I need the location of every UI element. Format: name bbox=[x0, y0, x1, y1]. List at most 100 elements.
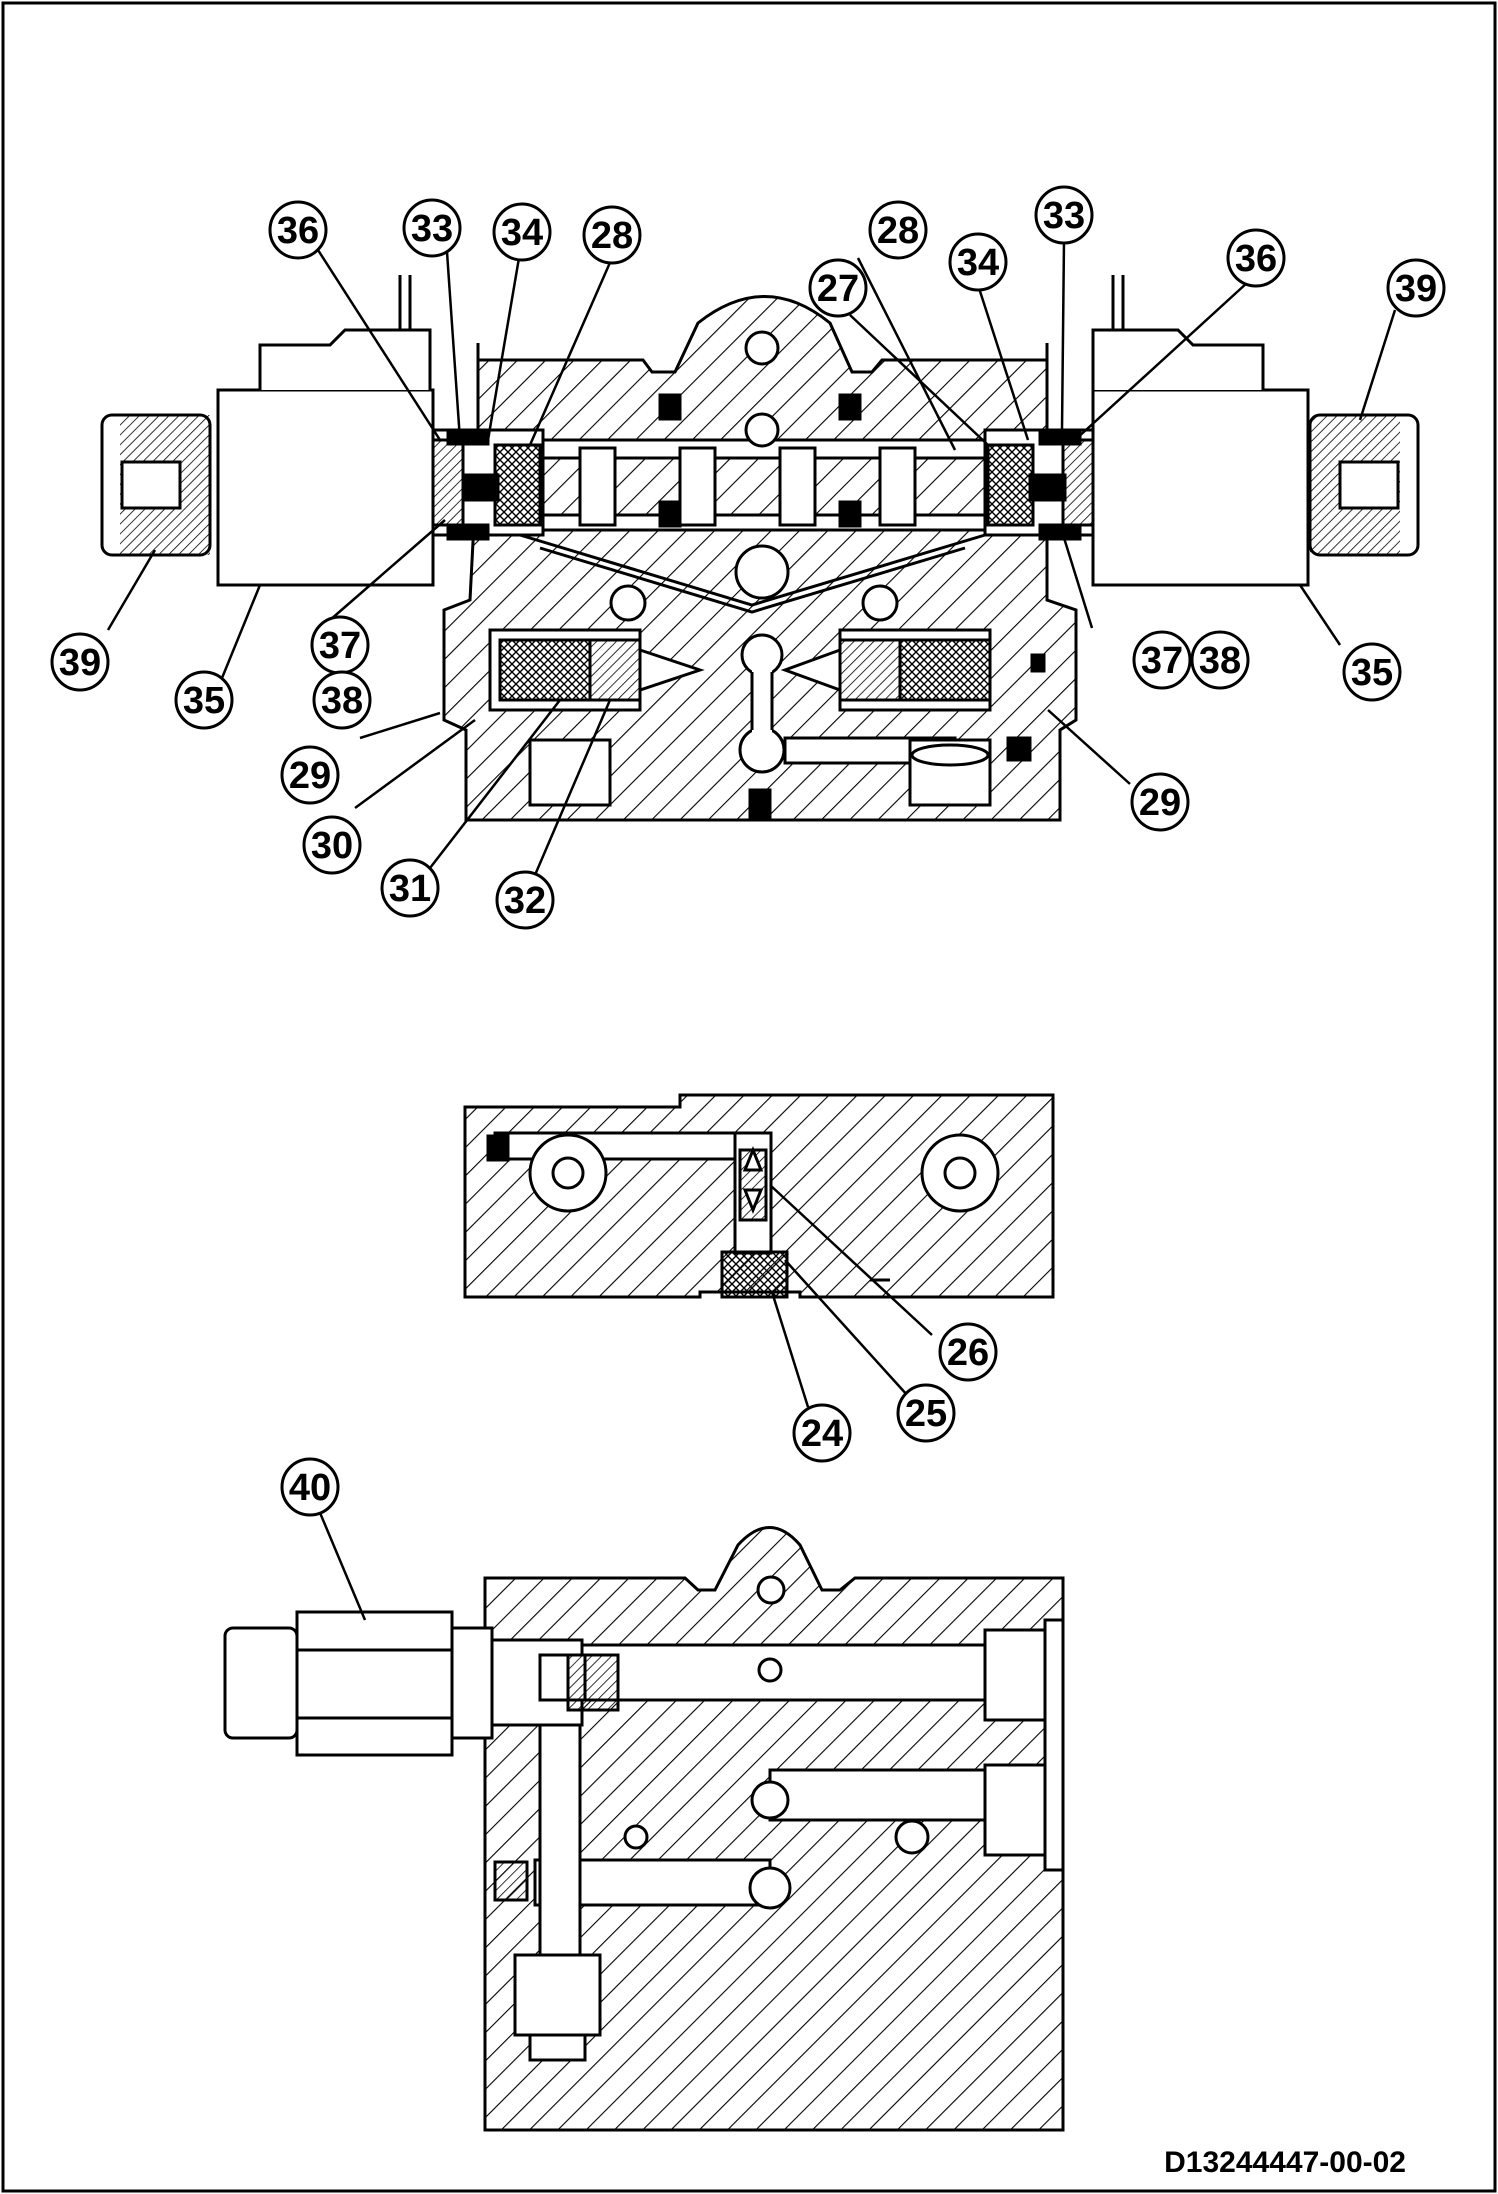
callout-c34a: 34 bbox=[492, 202, 552, 262]
callout-number: 38 bbox=[1199, 640, 1241, 682]
o-ring bbox=[493, 1860, 529, 1902]
o-ring bbox=[486, 1134, 510, 1162]
callout-c35a: 35 bbox=[174, 670, 234, 730]
callout-number: 36 bbox=[277, 210, 319, 252]
o-ring bbox=[838, 500, 862, 528]
callout-number: 34 bbox=[957, 242, 999, 284]
callout-circle bbox=[1226, 228, 1286, 288]
callout-number: 34 bbox=[501, 212, 543, 254]
callout-c39b: 39 bbox=[50, 632, 110, 692]
callout-number: 35 bbox=[183, 680, 225, 722]
callout-number: 39 bbox=[59, 642, 101, 684]
o-ring bbox=[658, 393, 682, 421]
o-ring bbox=[658, 500, 682, 528]
callout-circle bbox=[402, 198, 462, 258]
bottom-plug bbox=[513, 1953, 602, 2037]
callout-c33a: 33 bbox=[402, 198, 462, 258]
drawing-code: D13244447-00-02 bbox=[1164, 2146, 1406, 2179]
port bbox=[744, 412, 780, 448]
callout-number: 28 bbox=[591, 215, 633, 257]
callout-circle bbox=[792, 1403, 852, 1463]
callout-c24: 24 bbox=[792, 1403, 852, 1463]
leader-lines-bottom bbox=[316, 1507, 367, 1621]
channel bbox=[539, 546, 966, 614]
callout-circle bbox=[280, 1457, 340, 1517]
spring-33-right bbox=[986, 443, 1035, 527]
callout-number: 29 bbox=[289, 755, 331, 797]
callout-number: 38 bbox=[321, 680, 363, 722]
o-ring bbox=[446, 523, 490, 541]
spool-groove bbox=[778, 446, 817, 527]
solenoid-coil-left bbox=[216, 388, 435, 587]
callout-number: 40 bbox=[289, 1467, 331, 1509]
callout-circle bbox=[896, 1383, 956, 1443]
callout-circle bbox=[948, 232, 1008, 292]
callout-circle bbox=[808, 258, 868, 318]
port bbox=[734, 544, 790, 600]
solenoid-valve-section bbox=[100, 275, 1420, 822]
callout-number: 30 bbox=[311, 825, 353, 867]
callout-c30: 30 bbox=[302, 815, 362, 875]
leader-lines-middle bbox=[769, 1184, 933, 1408]
callout-circle bbox=[1130, 772, 1190, 832]
port-plug bbox=[983, 1628, 1047, 1722]
port bbox=[609, 584, 647, 622]
callout-c36b: 36 bbox=[1226, 228, 1286, 288]
callout-circle bbox=[1132, 630, 1192, 690]
solenoid-coil-right bbox=[1091, 388, 1310, 587]
callout-c26: 26 bbox=[938, 1322, 998, 1382]
callout-number: 29 bbox=[1139, 782, 1181, 824]
callout-c37a: 37 bbox=[310, 615, 370, 675]
callout-c36a: 36 bbox=[268, 200, 328, 260]
cartridge-body bbox=[295, 1610, 454, 1757]
check-valve-section bbox=[463, 1093, 1055, 1299]
callout-c28b: 28 bbox=[868, 200, 928, 260]
callout-number: 37 bbox=[319, 625, 361, 667]
passage bbox=[768, 1768, 992, 1822]
channel bbox=[519, 533, 986, 607]
spool-groove bbox=[578, 446, 617, 527]
callout-circle bbox=[174, 670, 234, 730]
callout-c38a: 38 bbox=[312, 670, 372, 730]
callout-circle bbox=[1386, 258, 1446, 318]
port bbox=[861, 584, 899, 622]
callout-c25: 25 bbox=[896, 1383, 956, 1443]
spool-groove bbox=[878, 446, 917, 527]
port-plug bbox=[983, 1763, 1047, 1857]
callout-number: 25 bbox=[905, 1393, 947, 1435]
callout-circle bbox=[1034, 185, 1094, 245]
callout-c34b: 34 bbox=[948, 232, 1008, 292]
callout-circle bbox=[302, 815, 362, 875]
callout-circle bbox=[268, 200, 328, 260]
spring-left bbox=[498, 638, 592, 702]
callout-circle bbox=[1190, 630, 1250, 690]
callout-c32: 32 bbox=[495, 870, 555, 930]
callout-number: 31 bbox=[389, 868, 431, 910]
seal bbox=[748, 788, 772, 822]
callout-number: 36 bbox=[1235, 238, 1277, 280]
cartridge-cap bbox=[223, 1626, 299, 1740]
callout-number: 39 bbox=[1395, 268, 1437, 310]
relief-valve-section bbox=[223, 1526, 1065, 2132]
passage bbox=[538, 1688, 582, 1962]
check-plug bbox=[720, 1250, 789, 1299]
spring-right bbox=[898, 638, 992, 702]
callout-circle bbox=[380, 858, 440, 918]
callout-c29b: 29 bbox=[1130, 772, 1190, 832]
o-ring bbox=[446, 428, 490, 446]
callout-circle bbox=[1342, 642, 1402, 702]
callout-c40: 40 bbox=[280, 1457, 340, 1517]
callout-c31: 31 bbox=[380, 858, 440, 918]
o-ring bbox=[1038, 428, 1082, 446]
callout-circle bbox=[50, 632, 110, 692]
callout-number: 27 bbox=[817, 268, 859, 310]
callout-number: 26 bbox=[947, 1332, 989, 1374]
callout-c33b: 33 bbox=[1034, 185, 1094, 245]
seal bbox=[1006, 736, 1032, 762]
callout-number: 32 bbox=[504, 880, 546, 922]
cartridge-poppet bbox=[566, 1653, 620, 1712]
callout-circle bbox=[312, 670, 372, 730]
callout-c38b: 38 bbox=[1190, 630, 1250, 690]
